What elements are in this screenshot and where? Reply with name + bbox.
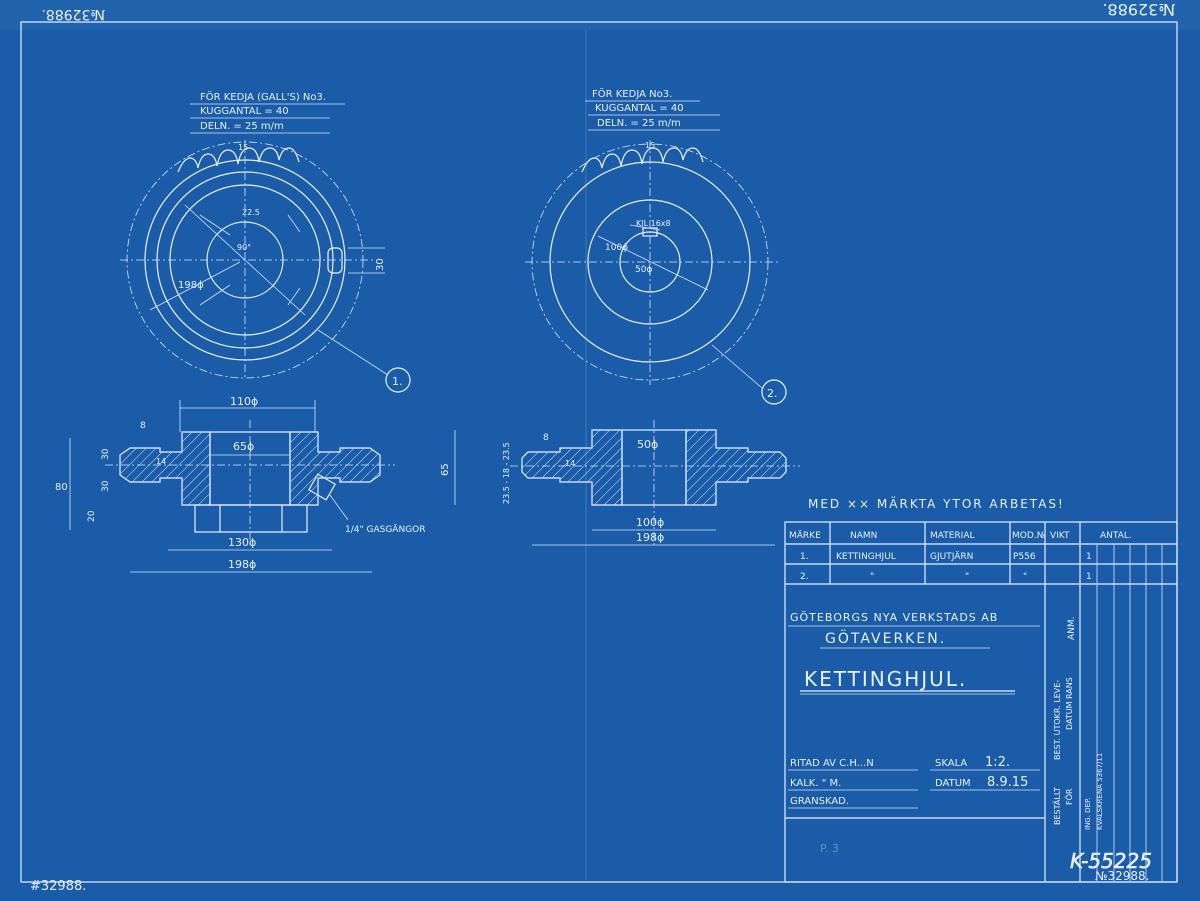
section-2-dim-65: 65	[440, 463, 451, 476]
table-row-2-antal: 1	[1086, 572, 1092, 582]
section-2-dim-8: 8	[543, 433, 549, 443]
table-row-2-material: "	[965, 572, 969, 582]
table-row-2-marke: 2.	[800, 572, 809, 582]
gear-2-dim-50: 50ϕ	[635, 265, 652, 275]
sheet-number-bottom-right: №32988.	[1095, 869, 1149, 883]
section-2-dim-14: 14	[565, 459, 575, 468]
table-header-antal: ANTAL.	[1100, 531, 1132, 541]
section-1-dim-8: 8	[140, 421, 146, 431]
sheet-number-top-right: №32988.	[1102, 0, 1175, 19]
section-1-dim-198: 198ϕ	[228, 558, 256, 571]
gear-2-spec-pitch: DELN. = 25 m/m	[597, 118, 681, 129]
gear-2-front-view: FÖR KEDJA No3. KUGGANTAL = 40 DELN. = 25…	[525, 87, 787, 405]
table-row-1-marke: 1.	[800, 552, 809, 562]
gear-2-dim-key: KIL 16x8	[636, 219, 671, 228]
table-row-1-material: GJUTJÄRN	[930, 551, 973, 562]
section-1-dim-30a: 30	[101, 448, 111, 460]
brand-name: GÖTAVERKEN.	[825, 629, 946, 647]
gear-1-dim-a: 22.5	[242, 208, 260, 217]
table-row-1-antal: 1	[1086, 552, 1092, 562]
section-2-dim-side: 23.5 - 18 - 23.5	[502, 442, 511, 504]
parts-table: MÄRKE NAMN MATERIAL MOD.№ VIKT ANTAL. 1.…	[784, 521, 1178, 883]
side-bestallt: BESTÄLLT	[1052, 787, 1062, 825]
gear-2-spec-chain: FÖR KEDJA No3.	[592, 87, 672, 100]
gear-2-callout: 2.	[767, 387, 778, 400]
drawn-by: RITAD AV C.H...N	[790, 758, 874, 769]
gear-1-dim-outer: 198ϕ	[178, 280, 204, 291]
section-2-dim-100: 100ϕ	[636, 516, 664, 529]
gear-2-spec-teeth: KUGGANTAL = 40	[595, 103, 684, 114]
date-label: DATUM	[935, 778, 971, 789]
archive-stamp: K-55225	[1070, 849, 1152, 873]
sheet-number-top-left: №32988.	[41, 6, 105, 22]
table-header-marke: MÄRKE	[789, 530, 821, 541]
gear-1-section-view: 110ϕ 1/4" GASGÄNGOR 65ϕ 130ϕ 198ϕ 80 30 …	[55, 395, 426, 573]
section-1-dim-130: 130ϕ	[228, 536, 256, 549]
gear-1-spec-pitch: DELN. = 25 m/m	[200, 121, 284, 132]
gear-1-spec-teeth: KUGGANTAL = 40	[200, 106, 289, 117]
date-value: 8.9.15	[987, 775, 1028, 790]
company-name: GÖTEBORGS NYA VERKSTADS AB	[790, 611, 998, 624]
section-1-dim-110: 110ϕ	[230, 395, 258, 408]
gear-1-front-view: FÖR KEDJA (GALL'S) No3. KUGGANTAL = 40 D…	[120, 90, 411, 393]
faint-note: P. 3	[820, 842, 839, 855]
scale-label: SKALA	[935, 758, 967, 769]
gear-1-callout: 1.	[392, 375, 403, 388]
side-for: FÖR	[1064, 788, 1074, 805]
machined-surfaces-note: MED ×× MÄRKTA YTOR ARBETAS!	[808, 496, 1065, 511]
section-2-dim-50: 50ϕ	[637, 438, 658, 451]
drawing-title: KETTINGHJUL.	[804, 667, 967, 691]
scale-value: 1:2.	[985, 755, 1010, 770]
gear-1-dim-slot: 30	[375, 258, 386, 271]
side-datum: DATUM RANS	[1065, 677, 1074, 730]
table-row-2-mod: "	[1023, 572, 1027, 582]
table-row-1-namn: KETTINGHJUL	[836, 552, 896, 562]
table-header-vikt: VIKT	[1050, 531, 1070, 541]
section-1-dim-65: 65ϕ	[233, 440, 254, 453]
section-1-dim-30b: 30	[101, 480, 111, 492]
traced-by: KALK. " M.	[790, 778, 841, 789]
side-leve: BEST. UTOKR. LEVE-	[1053, 680, 1062, 760]
table-row-2-namn: "	[870, 572, 874, 582]
section-2-dim-198: 198ϕ	[636, 531, 664, 544]
table-header-material: MATERIAL	[930, 531, 975, 541]
side-ref: KVALSKRENA 5367/11	[1096, 753, 1104, 830]
table-header-namn: NAMN	[850, 531, 877, 541]
sheet-number-bottom-left: #32988.	[30, 879, 86, 894]
gear-1-spec-chain: FÖR KEDJA (GALL'S) No3.	[200, 90, 326, 103]
table-row-1-mod: P556	[1013, 552, 1036, 562]
side-anm: ANM.	[1067, 616, 1077, 640]
sheet-border	[20, 21, 1178, 883]
gear-1-dim-angle: 90°	[237, 243, 251, 252]
section-1-dim-20: 20	[87, 510, 97, 522]
section-1-thread-note: 1/4" GASGÄNGOR	[345, 524, 426, 535]
title-block: GÖTEBORGS NYA VERKSTADS AB GÖTAVERKEN. K…	[785, 611, 1104, 855]
side-ing: ING. DEP.	[1084, 798, 1092, 830]
table-header-mod: MOD.№	[1012, 531, 1046, 541]
section-1-dim-80: 80	[55, 482, 68, 493]
gear-2-dim-100: 100ϕ	[605, 243, 628, 253]
section-1-dim-14: 14	[156, 457, 166, 466]
gear-2-dim-tooth: 15	[645, 141, 655, 150]
gear-1-dim-tooth: 15	[238, 143, 248, 152]
checked-by: GRANSKAD.	[790, 796, 849, 807]
gear-2-section-view: 50ϕ 100ϕ 198ϕ 65 23.5 - 18 - 23.5 8 14	[440, 420, 800, 546]
